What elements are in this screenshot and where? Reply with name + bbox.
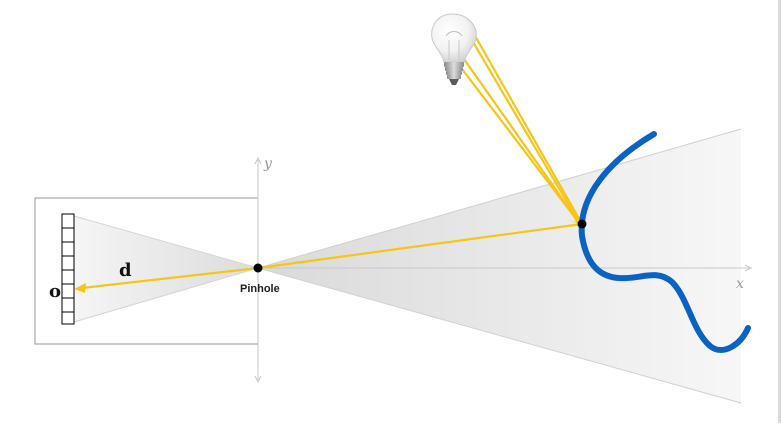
x-axis-label: x [736,276,744,292]
pinhole-point [253,263,263,273]
pinhole-label: Pinhole [240,283,280,295]
right-edge-strip [778,0,781,423]
outer-frustum [258,129,741,403]
scene-surface [578,131,751,353]
y-axis-arrowtail [254,375,262,384]
surface-point [577,219,587,229]
ray-to-pinhole [257,222,583,270]
frustum-edge-bottom [257,267,742,404]
y-axis-arrowhead [254,156,262,165]
inner-edge-top [73,215,259,269]
frustum-edge-top [257,128,742,269]
origin-label: o [49,281,61,302]
image-sensor [61,213,75,325]
inner-edge-bottom [73,267,259,323]
y-axis-label: y [263,156,273,172]
light-bulb-icon [431,13,477,85]
distance-label: d [119,260,132,281]
inner-frustum [74,216,258,322]
ray-to-sensor [81,266,259,290]
x-axis-arrowhead [744,264,753,272]
ray-arrowhead-sensor [74,283,86,293]
light-rays [439,29,583,225]
